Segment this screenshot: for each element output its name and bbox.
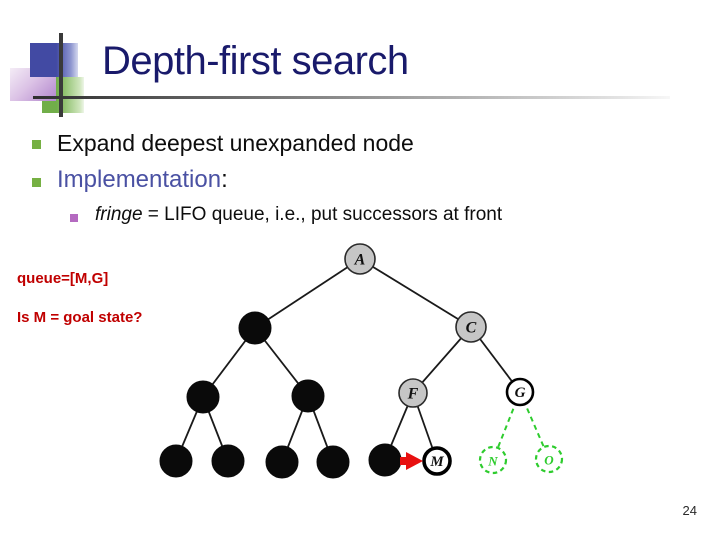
queue-annotation: queue=[M,G] xyxy=(17,270,109,287)
tree-node-label-G: G xyxy=(515,385,526,401)
tree-node-F-circle xyxy=(398,378,428,408)
tree-node-black-circle xyxy=(238,311,272,345)
deco-vertical-line xyxy=(59,33,63,117)
tree-node-black-circle xyxy=(291,379,325,413)
tree-node-label-M: M xyxy=(429,454,444,470)
deco-blue-square xyxy=(30,43,78,77)
page-title: Depth-first search xyxy=(102,39,409,83)
bullet-expand-deepest: Expand deepest unexpanded node xyxy=(57,130,414,156)
implementation-colon: : xyxy=(221,166,228,193)
tree-node-G-circle xyxy=(505,377,535,407)
implementation-label: Implementation xyxy=(57,166,222,193)
tree-node-O-circle xyxy=(534,444,564,474)
tree-node-label-F: F xyxy=(407,386,419,403)
tree-node-label-A: A xyxy=(354,252,366,269)
tree-node-black-circle xyxy=(368,443,402,477)
fringe-rest: = LIFO queue, i.e., put successors at fr… xyxy=(142,204,503,225)
sub-bullet-square-icon xyxy=(70,214,78,222)
tree-node-M-circle xyxy=(422,446,452,476)
bullet-square-icon xyxy=(32,140,41,149)
tree-node-label-N: N xyxy=(487,454,498,469)
tree-node-label-C: C xyxy=(466,320,477,337)
tree-node-C-circle xyxy=(455,311,487,343)
tree-edge-A-B xyxy=(254,258,361,329)
tree-node-black-circle xyxy=(186,380,220,414)
current-node-arrow-icon xyxy=(406,452,423,470)
tree-node-N-circle xyxy=(478,445,508,475)
tree-node-label-O: O xyxy=(544,453,554,468)
tree-node-black-circle xyxy=(265,445,299,479)
bullet-square-icon xyxy=(32,178,41,187)
current-node-arrow-tail xyxy=(400,457,407,465)
sub-bullet-fringe: fringe = LIFO queue, i.e., put successor… xyxy=(95,204,502,226)
page-number: 24 xyxy=(682,503,697,518)
tree-node-black-circle xyxy=(159,444,193,478)
deco-horizontal-rule xyxy=(33,96,670,99)
tree-edge-A-C xyxy=(359,258,472,328)
bullet-implementation: Implementation: xyxy=(57,166,228,194)
goal-state-question: Is M = goal state? xyxy=(17,309,143,326)
tree-node-A-circle xyxy=(344,243,376,275)
tree-node-black-circle xyxy=(316,445,350,479)
fringe-italic: fringe xyxy=(95,204,143,225)
tree-node-black-circle xyxy=(211,444,245,478)
